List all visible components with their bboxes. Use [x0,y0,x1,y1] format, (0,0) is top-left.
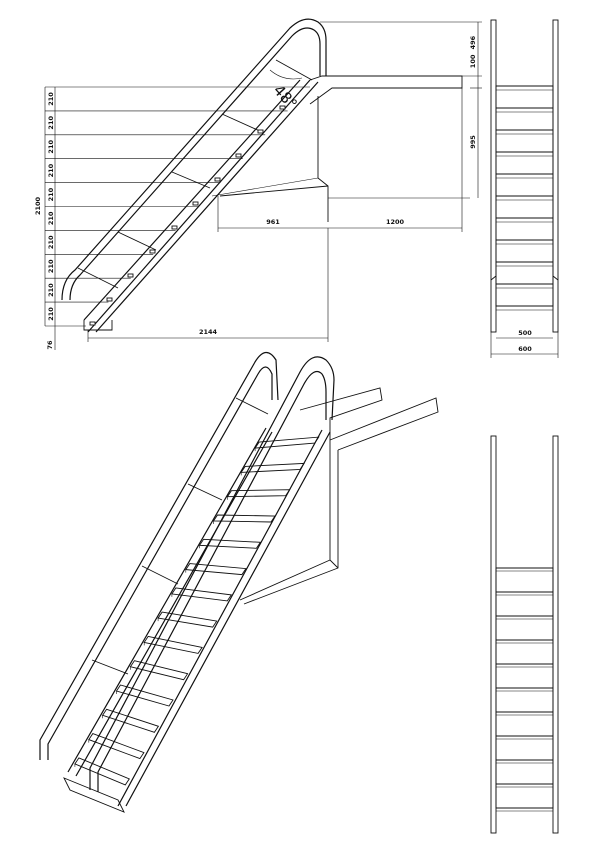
step-height-label: 210 [47,283,55,297]
iso-brace [235,397,269,415]
step-mark [106,297,113,302]
iso-support-frame [239,440,339,605]
iso-platform-beam-2 [329,397,439,451]
iso-tread [212,514,276,523]
back-treads [496,567,553,812]
step-mark [279,105,286,110]
inner-handrail-2 [95,81,319,333]
iso-right-handrail [89,356,335,790]
step-mark [214,177,221,182]
step-height-label: 210 [47,211,55,225]
step-height-label: 210 [47,163,55,177]
top-platform [309,75,463,105]
step-height-label: 210 [47,307,55,321]
iso-tread [240,462,305,473]
angle-arc [269,69,303,80]
platform-length-label: 1200 [386,218,405,226]
total-height-label: 2100 [34,196,42,215]
iso-right-handrail-inner [97,371,327,792]
outer-handrail [61,18,327,301]
brace [221,113,263,133]
iso-brace [187,483,223,501]
front-left-post [490,19,497,333]
step-mark [89,321,96,326]
step-height-label: 210 [47,140,55,154]
iso-tread [171,587,233,602]
isometric-view [39,351,439,813]
iso-right-stringer [117,429,331,807]
iso-left-stringer [67,427,273,777]
step-mark [192,201,199,206]
iso-tread [74,757,130,786]
iso-tread [101,708,160,733]
step-mark [149,249,156,254]
stringer [83,79,301,321]
step-marks [89,105,286,326]
front-right-post [552,19,559,333]
iso-tread [254,436,320,449]
back-right-post [552,435,559,834]
iso-tread [88,733,145,760]
run-label: 2144 [199,328,218,336]
iso-base [63,777,125,813]
iso-brace [141,565,179,585]
iso-tread [198,538,262,549]
iso-left-handrail [39,351,279,760]
step-height-label: 210 [47,259,55,273]
top-dim-2: 496 [469,35,477,49]
front-foot [490,275,559,281]
iso-tread [115,684,174,707]
front-treads [496,85,553,311]
platform-height-label: 995 [469,135,477,149]
frame-brace [211,177,319,197]
platform-offset-label: 961 [266,218,280,226]
step-height-label: 210 [47,235,55,249]
iso-tread [226,489,291,498]
brace [171,171,211,189]
step-mark [127,273,134,278]
iso-treads [74,436,320,786]
iso-tread [129,660,189,681]
inner-width-label: 500 [518,329,532,337]
inner-handrail [87,79,311,333]
step-mark [235,153,242,158]
brace [117,231,157,251]
iso-left-handrail-inner [47,366,273,760]
height-dimensions: 210 210 210 210 210 210 210 210 210 210 [45,86,310,327]
front-view: 500 600 [490,19,559,358]
step-mark [257,129,264,134]
back-view [490,435,559,834]
iso-tread [185,563,247,576]
brace [275,59,313,81]
support-frame [219,96,329,222]
step-mark [171,225,178,230]
step-height-label: 210 [47,187,55,201]
iso-tread [143,635,203,654]
side-view: 210 210 210 210 210 210 210 210 210 210 2100 76 4… [34,18,482,350]
iso-brace [91,659,129,675]
step-height-label: 210 [47,92,55,106]
iso-platform-beam-1 [299,387,383,440]
back-left-post [490,435,497,834]
bottom-offset-label: 76 [46,340,54,350]
outer-width-label: 600 [518,345,532,353]
iso-tread [157,611,218,628]
top-dim-1: 100 [469,54,477,68]
top-dims-label: 100 496 [469,35,477,68]
stair-foot [83,320,113,331]
step-height-label: 210 [47,116,55,130]
outer-handrail-inner-line [69,27,321,301]
